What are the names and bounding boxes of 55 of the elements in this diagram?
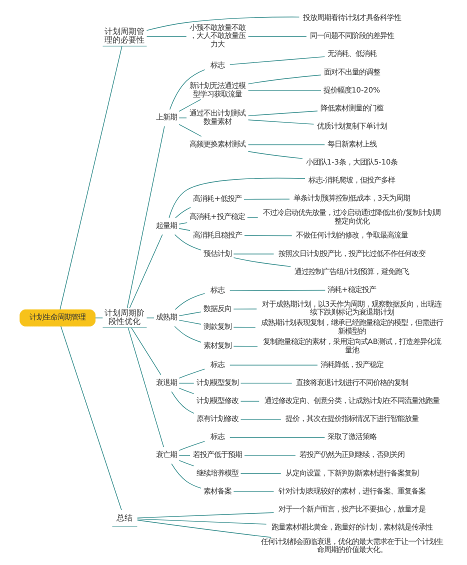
connector (240, 382, 292, 384)
connector (178, 388, 194, 394)
connector (174, 234, 201, 250)
connector (146, 36, 186, 37)
connector (146, 16, 300, 31)
connector (247, 110, 318, 116)
connector (60, 326, 122, 510)
connector (178, 124, 202, 137)
connector (244, 235, 292, 236)
connector (247, 90, 321, 91)
connector (247, 151, 302, 159)
connector (178, 455, 190, 456)
connector (128, 234, 162, 308)
connector (174, 207, 190, 218)
connector (232, 257, 291, 267)
connector (136, 520, 271, 538)
connector (247, 74, 321, 84)
connector (136, 518, 266, 525)
connector (240, 400, 259, 402)
connector (178, 368, 205, 379)
connector (247, 144, 324, 146)
connector (244, 455, 296, 456)
connector (229, 437, 325, 438)
connector (168, 178, 305, 218)
connector (178, 312, 201, 316)
connector (247, 36, 306, 37)
connector (240, 418, 281, 420)
connector (174, 326, 201, 343)
connector (232, 308, 256, 310)
connector (232, 346, 258, 347)
connector (178, 228, 190, 231)
connector (229, 290, 326, 291)
connector (229, 56, 325, 65)
connector (178, 222, 187, 224)
connector (178, 382, 194, 384)
connector (247, 120, 314, 125)
connector (178, 440, 205, 451)
connector (170, 464, 201, 489)
connector (240, 473, 281, 474)
connector (232, 326, 256, 328)
connector (229, 364, 318, 366)
connector (243, 198, 290, 200)
connector (127, 327, 164, 448)
connector (246, 217, 258, 218)
connector (170, 391, 194, 414)
connector (126, 126, 164, 308)
connector (232, 491, 274, 492)
connector (168, 69, 205, 110)
connector (59, 46, 122, 310)
connector (130, 327, 161, 376)
connector (178, 460, 194, 466)
connector (178, 320, 201, 325)
connector (174, 293, 205, 310)
connector (178, 99, 201, 112)
connector (136, 512, 274, 518)
